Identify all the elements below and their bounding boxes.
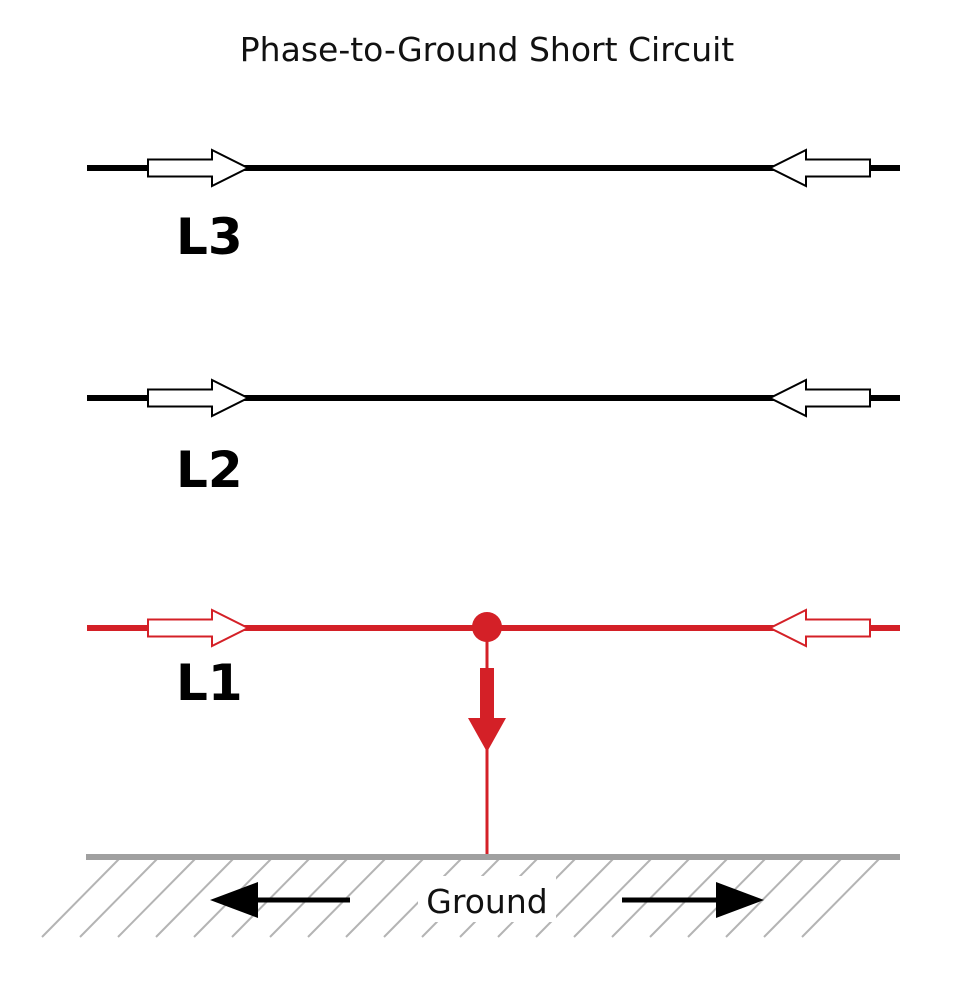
line-l2: L2 <box>87 378 900 499</box>
arrow-right-icon <box>147 148 251 188</box>
ground-label-backing <box>418 876 556 922</box>
line-l3: L3 <box>87 148 900 266</box>
arrow-left-icon <box>767 608 871 648</box>
line-label-l1: L1 <box>176 654 243 712</box>
fault-current-down-arrow-icon <box>468 668 506 752</box>
left-arrow-icon <box>210 882 258 918</box>
ground-label: Ground <box>426 882 547 921</box>
line-label-l3: L3 <box>176 208 243 266</box>
diagram-title: Phase-to-Ground Short Circuit <box>240 30 734 69</box>
arrow-left-icon <box>767 378 871 418</box>
arrow-left-icon <box>767 148 871 188</box>
fault-dot-icon <box>472 612 502 642</box>
right-arrow-icon <box>716 882 764 918</box>
line-l1: L1 <box>87 608 900 857</box>
arrow-right-icon <box>147 378 251 418</box>
line-label-l2: L2 <box>176 441 243 499</box>
arrow-right-icon <box>147 608 251 648</box>
ground: Ground <box>41 854 900 938</box>
